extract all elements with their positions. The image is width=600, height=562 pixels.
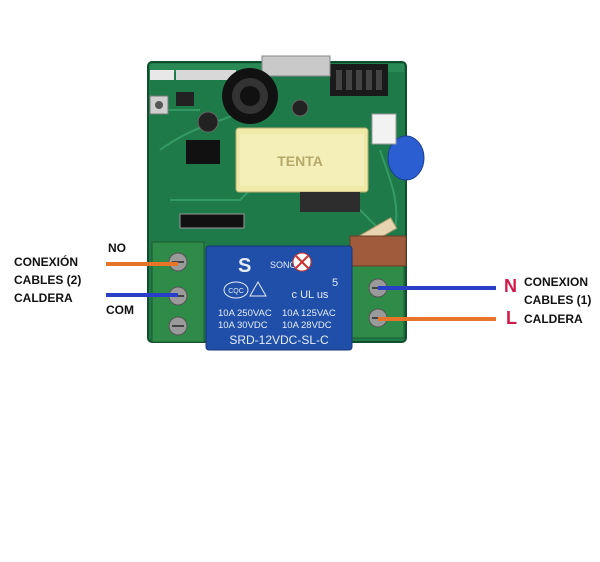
svg-text:S: S <box>238 255 251 277</box>
label-no: NO <box>108 241 126 255</box>
left-title-line-3: CALDERA <box>14 291 73 305</box>
relay-rating-right-2: 10A 28VDC <box>282 320 332 331</box>
blue-capacitor <box>387 135 425 181</box>
letter-n: N <box>504 276 517 296</box>
label-com: COM <box>106 303 134 317</box>
left-title-line-2: CABLES (2) <box>14 273 82 287</box>
relay-rating-left-1: 10A 250VAC <box>218 308 272 319</box>
relay-model: SRD-12VDC-SL-C <box>229 333 329 347</box>
relay-rating-left-2: 10A 30VDC <box>218 320 268 331</box>
left-title-line-1: CONEXIÓN <box>14 255 79 269</box>
relay-brand: SONGLE <box>270 260 308 270</box>
relay-ul-number: 5 <box>332 277 338 289</box>
relay-rating-right-1: 10A 125VAC <box>282 308 336 319</box>
right-title-line-2: CABLES (1) <box>524 293 592 307</box>
relay-ul: c UL us <box>292 289 329 301</box>
letter-l: L <box>506 308 517 328</box>
right-title-line-3: CALDERA <box>524 312 583 326</box>
right-title-line-1: CONEXION <box>524 275 589 289</box>
relay-cqc: CQC <box>228 288 244 295</box>
relay-body <box>205 245 353 351</box>
transformer-brand: TENTA <box>277 153 323 169</box>
